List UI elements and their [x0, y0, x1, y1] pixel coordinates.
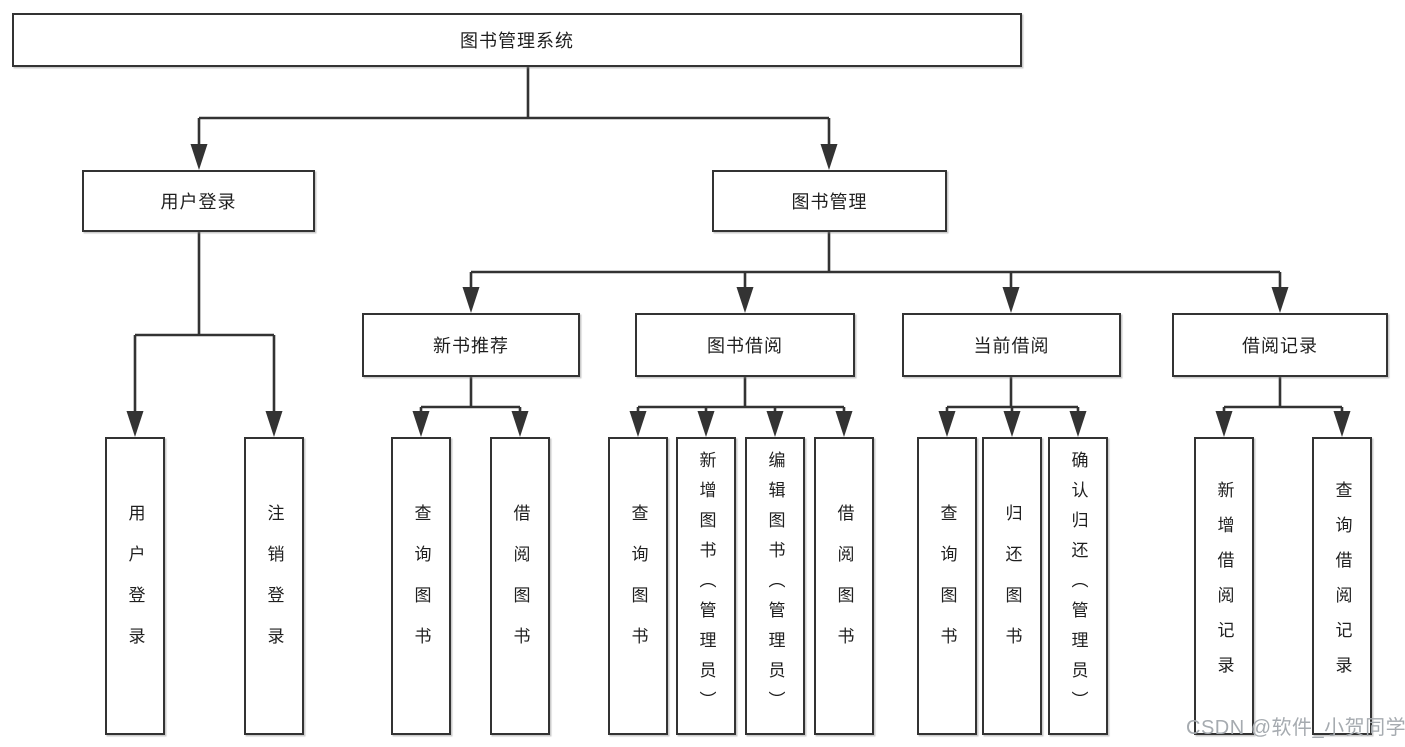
- node-label: 新书推荐: [433, 336, 509, 356]
- node-user-login: 用户登录: [82, 170, 315, 232]
- node-label: 借阅记录: [1242, 336, 1318, 356]
- csdn-watermark: CSDN @软件_小贺同学: [1186, 717, 1405, 739]
- leaf-label: 查询图书: [937, 504, 957, 668]
- node-book-borrow: 图书借阅: [635, 313, 855, 377]
- leaf-label: 借阅图书: [834, 504, 854, 668]
- leaf-query-books-recommend: 查询图书: [391, 437, 451, 735]
- leaf-query-borrow-record: 查询借阅记录: [1312, 437, 1372, 735]
- leaf-label: 确认归还（管理员）: [1068, 451, 1088, 721]
- leaf-confirm-return-admin: 确认归还（管理员）: [1048, 437, 1108, 735]
- leaf-borrow-books: 借阅图书: [814, 437, 874, 735]
- leaf-label: 新增图书（管理员）: [696, 451, 716, 721]
- leaf-label: 编辑图书（管理员）: [765, 451, 785, 721]
- node-label: 图书借阅: [707, 336, 783, 356]
- node-label: 用户登录: [160, 192, 237, 212]
- node-label: 当前借阅: [973, 336, 1050, 356]
- node-book-management: 图书管理: [712, 170, 947, 232]
- leaf-query-books-borrow: 查询图书: [608, 437, 668, 735]
- leaf-label: 查询借阅记录: [1332, 481, 1352, 691]
- leaf-logout: 注销登录: [244, 437, 304, 735]
- leaf-add-borrow-record: 新增借阅记录: [1194, 437, 1254, 735]
- leaf-label: 查询图书: [411, 504, 431, 668]
- node-library-management-system: 图书管理系统: [12, 13, 1022, 67]
- leaf-label: 查询图书: [628, 504, 648, 668]
- leaf-add-books-admin: 新增图书（管理员）: [676, 437, 736, 735]
- leaf-borrow-books-recommend: 借阅图书: [490, 437, 550, 735]
- leaf-label: 归还图书: [1002, 504, 1022, 668]
- leaf-label: 借阅图书: [510, 504, 530, 668]
- leaf-label: 注销登录: [264, 504, 284, 668]
- leaf-label: 新增借阅记录: [1214, 481, 1234, 691]
- node-current-borrow: 当前借阅: [902, 313, 1121, 377]
- node-label: 图书管理系统: [460, 31, 574, 51]
- node-new-book-recommend: 新书推荐: [362, 313, 580, 377]
- node-borrow-records: 借阅记录: [1172, 313, 1388, 377]
- node-label: 图书管理: [791, 192, 868, 212]
- leaf-label: 用户登录: [125, 504, 145, 668]
- leaf-query-books-current: 查询图书: [917, 437, 977, 735]
- leaf-edit-books-admin: 编辑图书（管理员）: [745, 437, 805, 735]
- leaf-user-login: 用户登录: [105, 437, 165, 735]
- leaf-return-books: 归还图书: [982, 437, 1042, 735]
